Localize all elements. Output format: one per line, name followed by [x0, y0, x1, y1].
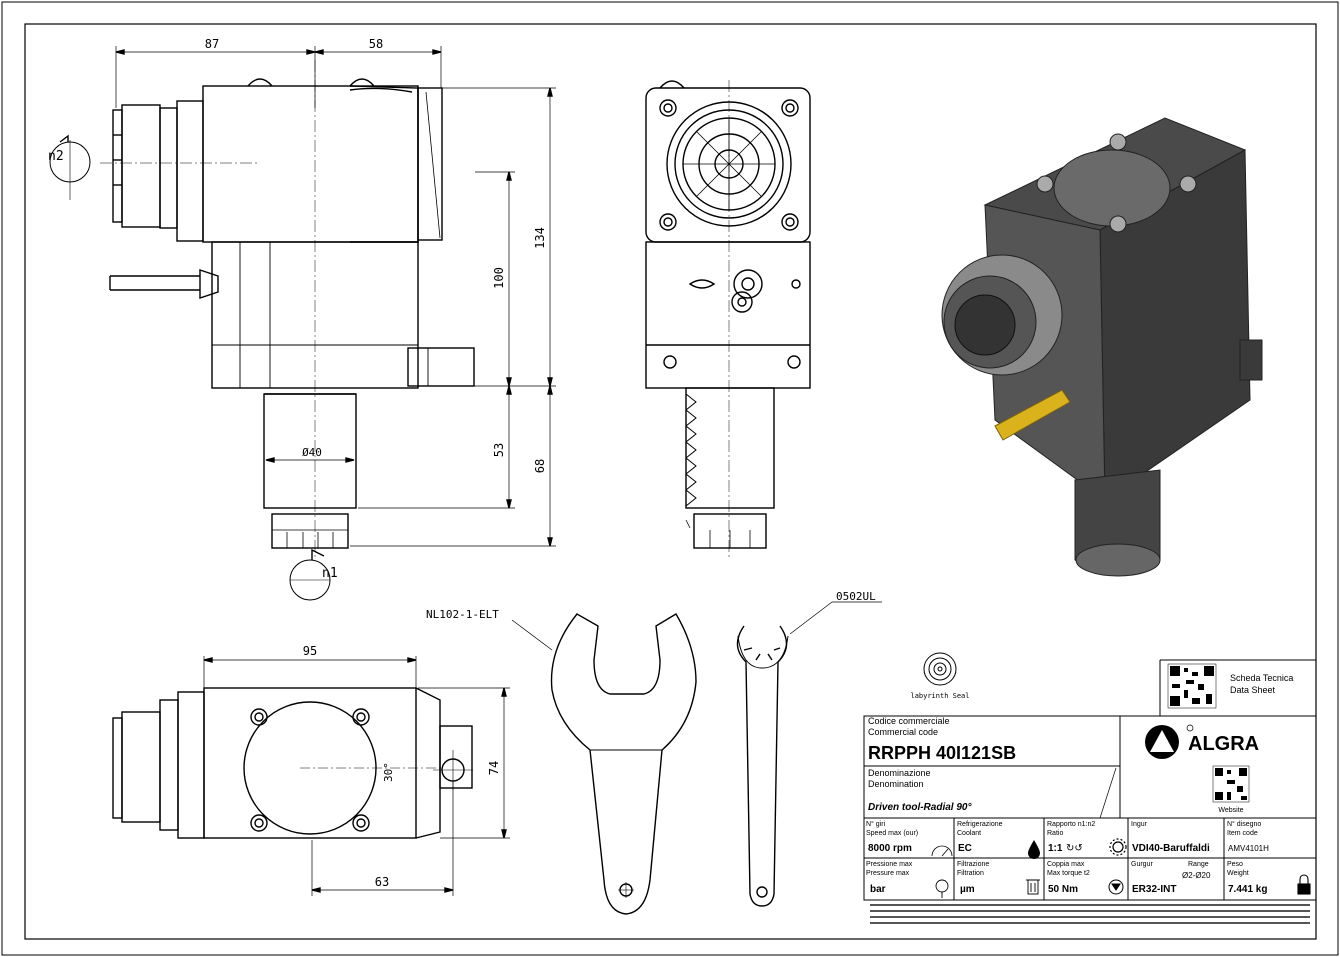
dim-74: 74 [487, 761, 501, 775]
side-view [49, 46, 556, 601]
range-label-it: Range [1188, 861, 1209, 868]
ratio-direction: ↻↺ [1066, 843, 1083, 854]
filtration-label-it: Filtrazione [957, 861, 989, 868]
labyrinth-seal-logo [923, 652, 957, 686]
dim-63: 63 [375, 875, 389, 889]
drawing-value: AMV4101H [1228, 844, 1269, 853]
speed-gauge-icon [931, 845, 953, 857]
ratio-label-it: Rapporto n1:n2 [1047, 821, 1095, 828]
collet-label-it: Gurgur [1131, 861, 1153, 868]
sheet-label-en: Data Sheet [1230, 685, 1276, 695]
weight-label-it: Peso [1227, 861, 1243, 868]
weight-value: 7.441 kg [1228, 884, 1267, 895]
code-label-it: Codice commerciale [868, 716, 950, 726]
coolant-value: EC [958, 843, 972, 854]
filter-bin-icon [1026, 879, 1040, 895]
torque-label-it: Coppia max [1047, 861, 1085, 868]
brand-name: ALGRA [1188, 733, 1259, 755]
title-block: Scheda Tecnica Data Sheet Website ALGRA … [863, 659, 1317, 924]
dim-diameter-40: Ø40 [302, 446, 322, 459]
torque-label-en: Max torque t2 [1047, 870, 1090, 877]
rotation-label-n1: n1 [322, 566, 338, 581]
coolant-label-en: Coolant [957, 830, 981, 837]
wrench-code: NL102-1-ELT [426, 608, 499, 621]
speed-label-en: Speed max (our) [866, 830, 918, 837]
filtration-label-en: Filtration [957, 870, 984, 877]
ratio-value: 1:1 [1048, 843, 1063, 854]
speed-value: 8000 rpm [868, 843, 912, 854]
drawing-label-en: Item code [1227, 830, 1258, 837]
dim-30-deg: 30° [382, 762, 395, 782]
filtration-value: µm [960, 884, 975, 895]
dim-58: 58 [369, 37, 383, 51]
coolant-drop-icon [1028, 840, 1040, 859]
spanner-drawing [736, 601, 882, 907]
ratio-label-en: Ratio [1047, 830, 1063, 837]
rotation-label-n2: n2 [48, 149, 64, 164]
wrench-drawing [511, 613, 697, 915]
weight-lock-icon [1297, 874, 1311, 895]
speed-label-it: N° giri [866, 820, 886, 828]
seal-label: labyrinth Seal [910, 692, 969, 700]
pressure-label-it: Pressione max [866, 861, 913, 868]
spanner-code: 0502UL [836, 590, 876, 603]
qr-code-website [1212, 765, 1250, 803]
algra-logo [1145, 724, 1194, 759]
torque-icon [1108, 879, 1124, 895]
dim-53: 53 [492, 443, 506, 457]
inner-frame [24, 23, 1317, 940]
pressure-value: bar [870, 884, 886, 895]
isometric-render [941, 117, 1263, 577]
code-value: RRPPH 40I121SB [868, 743, 1016, 763]
weight-label-en: Weight [1227, 870, 1249, 877]
dim-95: 95 [303, 644, 317, 658]
dim-134: 134 [533, 227, 547, 249]
dim-68: 68 [533, 459, 547, 473]
pressure-label-en: Pressure max [866, 870, 910, 877]
coolant-label-it: Refrigerazione [957, 821, 1003, 828]
range-value: Ø2-Ø20 [1182, 871, 1211, 880]
denomination-value: Driven tool-Radial 90° [868, 802, 972, 813]
pressure-gauge-icon [935, 879, 949, 898]
dim-87: 87 [205, 37, 219, 51]
dim-100: 100 [492, 267, 506, 289]
sheet-label-it: Scheda Tecnica [1230, 673, 1293, 683]
interface-value: VDI40-Baruffaldi [1132, 843, 1210, 854]
code-label-en: Commercial code [868, 727, 938, 737]
qr-code-datasheet [1167, 663, 1217, 709]
interface-label-it: Ingur [1131, 821, 1148, 828]
front-view [645, 80, 811, 560]
top-view [112, 656, 510, 896]
denomination-label-it: Denominazione [868, 768, 931, 778]
collet-value: ER32-INT [1132, 884, 1176, 895]
torque-value: 50 Nm [1048, 884, 1078, 895]
website-label: Website [1218, 807, 1243, 814]
drawing-label-it: N° disegno [1227, 820, 1261, 828]
gear-icon [1109, 838, 1127, 856]
fine-print-strip [870, 904, 1310, 924]
denomination-label-en: Denomination [868, 779, 924, 789]
